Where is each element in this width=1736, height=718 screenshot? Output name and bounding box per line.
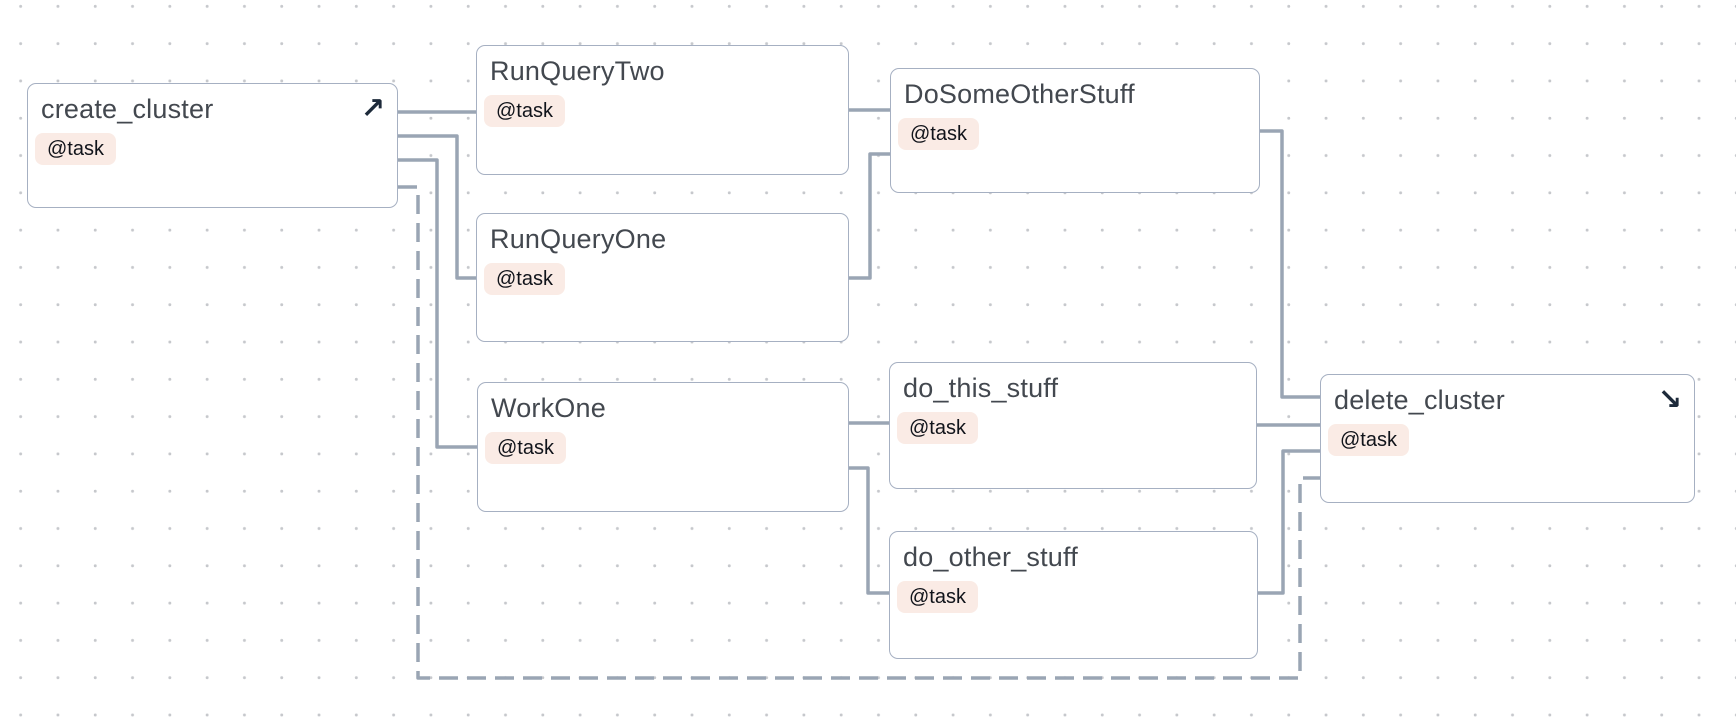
task-node-DoSomeOtherStuff[interactable]: DoSomeOtherStuff @task [890, 68, 1260, 193]
task-title: RunQueryTwo [490, 56, 665, 86]
task-decorator-badge: @task [485, 432, 566, 464]
task-decorator-badge: @task [484, 263, 565, 295]
task-decorator-badge: @task [484, 95, 565, 127]
arrow-up-right-icon[interactable]: ↗ [360, 93, 385, 125]
task-node-header: DoSomeOtherStuff [904, 77, 1247, 111]
task-node-header: delete_cluster ↘ [1334, 383, 1682, 417]
task-node-do_this_stuff[interactable]: do_this_stuff @task [889, 362, 1257, 489]
task-title: do_other_stuff [903, 542, 1078, 572]
task-node-RunQueryTwo[interactable]: RunQueryTwo @task [476, 45, 849, 175]
task-node-create_cluster[interactable]: create_cluster ↗ @task [27, 83, 398, 208]
task-node-delete_cluster[interactable]: delete_cluster ↘ @task [1320, 374, 1695, 503]
task-node-WorkOne[interactable]: WorkOne @task [477, 382, 849, 512]
task-title: DoSomeOtherStuff [904, 79, 1135, 109]
task-node-RunQueryOne[interactable]: RunQueryOne @task [476, 213, 849, 342]
task-node-header: do_this_stuff [903, 371, 1244, 405]
task-decorator-badge: @task [897, 412, 978, 444]
task-node-header: RunQueryOne [490, 222, 836, 256]
task-title: create_cluster [41, 94, 214, 124]
arrow-down-right-icon[interactable]: ↘ [1657, 384, 1682, 416]
task-decorator-badge: @task [897, 581, 978, 613]
task-decorator-badge: @task [898, 118, 979, 150]
task-node-header: WorkOne [491, 391, 836, 425]
task-title: RunQueryOne [490, 224, 667, 254]
task-node-do_other_stuff[interactable]: do_other_stuff @task [889, 531, 1258, 659]
task-decorator-badge: @task [1328, 424, 1409, 456]
task-node-header: do_other_stuff [903, 540, 1245, 574]
task-node-header: create_cluster ↗ [41, 92, 385, 126]
task-title: WorkOne [491, 393, 606, 423]
task-decorator-badge: @task [35, 133, 116, 165]
task-title: delete_cluster [1334, 385, 1505, 415]
task-title: do_this_stuff [903, 373, 1059, 403]
task-node-header: RunQueryTwo [490, 54, 836, 88]
